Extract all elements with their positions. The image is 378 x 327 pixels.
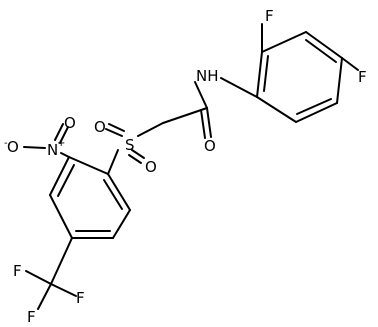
bond-c-f-3 bbox=[37, 283, 52, 310]
bond bbox=[112, 209, 131, 239]
bond-s-o-1a bbox=[105, 128, 123, 137]
bond-double-inner bbox=[263, 55, 269, 92]
atom-f-ortho: F bbox=[265, 7, 274, 25]
atom-f-cf3-1: F bbox=[13, 262, 22, 280]
bond-c-o-double-1 bbox=[206, 107, 212, 138]
bond-n-o-minus bbox=[23, 146, 46, 149]
atom-o-minus: O bbox=[7, 138, 19, 156]
atom-nh: NH bbox=[196, 67, 219, 85]
bond-n-o-double-2 bbox=[59, 126, 69, 144]
bond-ring-cf3 bbox=[50, 237, 73, 285]
bond bbox=[107, 173, 131, 211]
atom-f-cf3-2: F bbox=[76, 289, 85, 307]
atom-o-carbonyl: O bbox=[204, 137, 216, 155]
bond-double-inner bbox=[57, 164, 75, 197]
bond-s-ring bbox=[107, 149, 119, 175]
bond bbox=[295, 102, 338, 123]
nitrophenyl-ring bbox=[49, 156, 131, 239]
bond-s-o-2a bbox=[131, 149, 145, 159]
bond-double-inner bbox=[296, 98, 332, 115]
bond-s-o-1b bbox=[108, 123, 125, 132]
bond bbox=[256, 96, 297, 123]
atom-o-sulfonyl-1: O bbox=[94, 118, 106, 136]
bond bbox=[261, 31, 307, 53]
bond bbox=[256, 51, 263, 98]
bond bbox=[305, 31, 343, 59]
bond-n-o-double-1 bbox=[54, 123, 64, 141]
bond-c-f-2 bbox=[50, 283, 77, 297]
bond bbox=[49, 156, 70, 196]
bond bbox=[336, 57, 343, 104]
bond-c-f-1 bbox=[25, 270, 52, 285]
bond-ring-nh bbox=[220, 77, 258, 98]
atom-o-nitro: O bbox=[64, 114, 76, 132]
bond-s-o-2b bbox=[128, 154, 142, 164]
bond-nh-carbonyl bbox=[194, 81, 208, 109]
atom-n-nitro: N bbox=[47, 141, 58, 159]
atom-f-para: F bbox=[358, 68, 367, 86]
charge-plus: + bbox=[57, 138, 65, 149]
charge-minus: - bbox=[4, 138, 8, 149]
bond-double-inner bbox=[103, 179, 123, 210]
difluorophenyl-ring bbox=[256, 31, 343, 123]
bond-carbonyl-ch2 bbox=[162, 107, 208, 124]
bond bbox=[68, 156, 109, 175]
bond bbox=[49, 194, 73, 239]
bond-c-f-para bbox=[341, 57, 359, 71]
bond-ring-nitro bbox=[60, 152, 70, 158]
bond-c-o-double-2 bbox=[200, 109, 206, 139]
bond-ch2-s bbox=[137, 122, 164, 137]
atom-s: S bbox=[125, 136, 135, 154]
bond-double-inner bbox=[305, 39, 337, 63]
atom-f-cf3-3: F bbox=[27, 308, 36, 326]
atom-o-sulfonyl-2: O bbox=[145, 158, 157, 176]
